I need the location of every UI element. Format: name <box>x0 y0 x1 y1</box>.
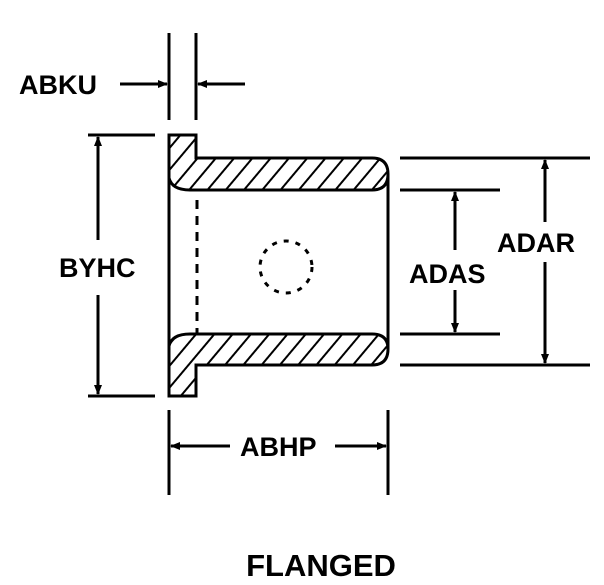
label-abhp: ABHP <box>240 432 317 462</box>
label-abku: ABKU <box>19 70 97 100</box>
hidden-hole <box>258 239 314 295</box>
label-adas: ADAS <box>409 259 486 289</box>
label-byhc: BYHC <box>59 253 136 283</box>
upper-wall-section <box>167 133 390 192</box>
label-adar: ADAR <box>497 228 575 258</box>
bushing-section <box>167 133 390 398</box>
lower-wall-section <box>167 332 390 398</box>
dimension-lines <box>88 33 590 495</box>
diagram-title: FLANGED <box>246 548 396 583</box>
